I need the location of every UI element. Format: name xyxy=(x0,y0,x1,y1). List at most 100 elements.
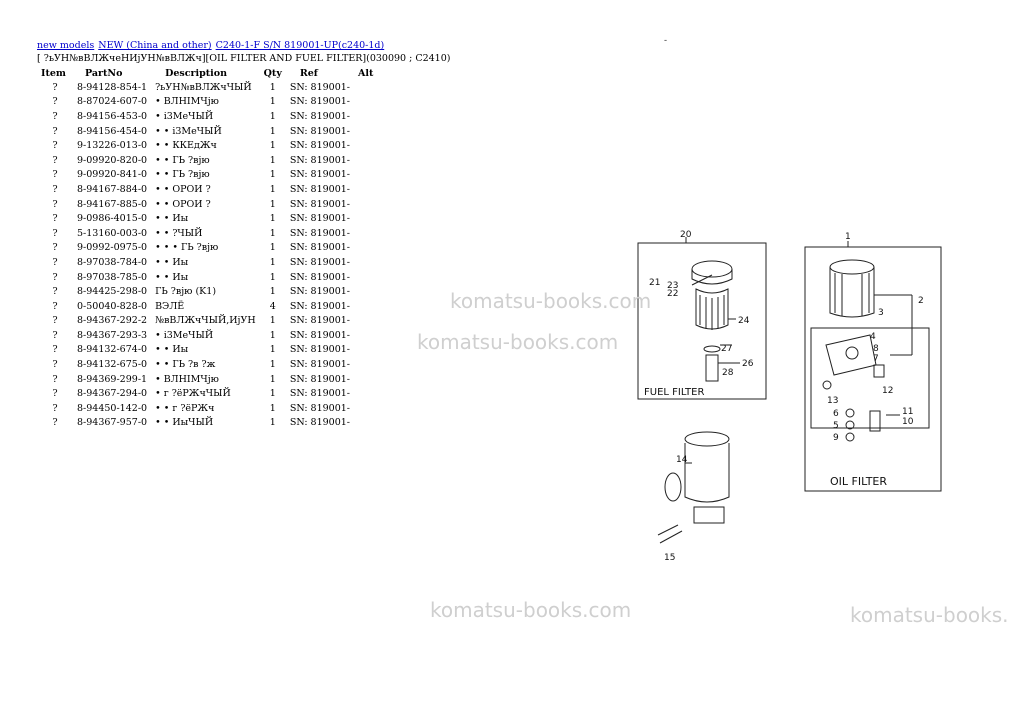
cell-description: • i3МеЧЫЙ xyxy=(155,110,214,122)
cell-partno: 8-94167-885-0 xyxy=(77,198,148,210)
callout-12: 12 xyxy=(882,386,893,396)
callout-2: 2 xyxy=(918,296,924,306)
cell-item: ? xyxy=(52,286,58,298)
cell-alt xyxy=(354,211,377,226)
callout-20: 20 xyxy=(680,230,692,240)
cell-alt xyxy=(354,182,377,197)
cell-item: ? xyxy=(52,183,58,195)
cell-description: • • ГЬ ?в ?ж xyxy=(155,359,216,371)
cell-alt xyxy=(354,241,377,256)
table-row: ? 8-94367-294-0 • г ?ёРЖчЧЫЙ 1 SN: 819001- xyxy=(37,386,377,401)
cell-qty: 1 xyxy=(269,388,276,400)
cell-alt xyxy=(354,343,377,358)
cell-partno: 8-94156-454-0 xyxy=(77,125,148,137)
cell-description: • • ИыЧЫЙ xyxy=(155,417,214,429)
callout-10: 10 xyxy=(902,417,914,427)
callout-24: 24 xyxy=(738,316,750,326)
top-mark: - xyxy=(664,36,668,46)
cell-description: ГЬ ?вјю (K1) xyxy=(155,286,217,298)
cell-description: • • Иы xyxy=(155,271,189,283)
cell-qty: 1 xyxy=(269,140,276,152)
cell-partno: 8-87024-607-0 xyxy=(77,96,148,108)
cell-ref: SN: 819001- xyxy=(289,242,351,254)
cell-partno: 8-97038-785-0 xyxy=(77,271,148,283)
cell-ref: SN: 819001- xyxy=(289,169,351,181)
cell-ref: SN: 819001- xyxy=(289,300,351,312)
callout-7: 7 xyxy=(873,354,879,364)
cell-item: ? xyxy=(52,125,58,137)
callout-15: 15 xyxy=(664,553,675,563)
cell-item: ? xyxy=(52,344,58,356)
fuel-filter-label: FUEL FILTER xyxy=(644,387,704,398)
cell-ref: SN: 819001- xyxy=(289,388,351,400)
cell-partno: 8-94167-884-0 xyxy=(77,183,148,195)
cell-item: ? xyxy=(52,140,58,152)
cell-qty: 1 xyxy=(269,256,276,268)
cell-ref: SN: 819001- xyxy=(289,373,351,385)
cell-ref: SN: 819001- xyxy=(289,154,351,166)
cell-ref: SN: 819001- xyxy=(289,417,351,429)
cell-partno: 9-13226-013-0 xyxy=(77,140,148,152)
cell-alt xyxy=(354,80,377,95)
oil-filter-cartridge xyxy=(829,259,875,275)
cell-partno: 9-0986-4015-0 xyxy=(77,213,148,225)
cell-item: ? xyxy=(52,373,58,385)
callout-26: 26 xyxy=(742,359,754,369)
cell-qty: 1 xyxy=(269,183,276,195)
cell-item: ? xyxy=(52,96,58,108)
breadcrumb-link-new-models[interactable]: new models xyxy=(37,40,95,51)
fuel-sensor xyxy=(705,354,719,382)
cell-description: • • ОРОИ ? xyxy=(155,198,211,210)
header-alt: Alt xyxy=(358,67,374,79)
cell-description: • г ?ёРЖчЧЫЙ xyxy=(155,388,231,400)
cell-ref: SN: 819001- xyxy=(289,329,351,341)
cell-ref: SN: 819001- xyxy=(289,213,351,225)
cell-item: ? xyxy=(52,315,58,327)
cell-description: • • Иы xyxy=(155,256,189,268)
cell-ref: SN: 819001- xyxy=(289,81,351,93)
cell-qty: 1 xyxy=(269,329,276,341)
cell-description: • ВЛНIМЧјю xyxy=(155,373,219,385)
cell-item: ? xyxy=(52,388,58,400)
filter-diagram-svg: 20 21 23 22 24 27 26 28 1 2 3 4 8 7 12 1… xyxy=(637,230,942,563)
cell-item: ? xyxy=(52,271,58,283)
cell-partno: 9-09920-841-0 xyxy=(77,169,148,181)
callout-27: 27 xyxy=(721,344,732,354)
cell-qty: 1 xyxy=(269,242,276,254)
cell-item: ? xyxy=(52,169,58,181)
cell-ref: SN: 819001- xyxy=(289,198,351,210)
cell-description: • • • ГЬ ?вјю xyxy=(155,242,219,254)
cell-qty: 1 xyxy=(269,96,276,108)
cell-partno: 8-94128-854-1 xyxy=(77,81,148,93)
cell-item: ? xyxy=(52,417,58,429)
breadcrumb-link-model[interactable]: C240-1-F S/N 819001-UP(c240-1d) xyxy=(215,40,385,51)
cell-qty: 1 xyxy=(269,154,276,166)
fuel-filter-element xyxy=(695,288,729,330)
cell-item: ? xyxy=(52,359,58,371)
cell-ref: SN: 819001- xyxy=(289,227,351,239)
breadcrumb-link-new-china[interactable]: NEW (China and other) xyxy=(98,40,212,51)
cell-qty: 1 xyxy=(269,198,276,210)
cell-qty: 4 xyxy=(269,300,276,312)
watermark-3: komatsu-books.com xyxy=(430,598,632,622)
cell-partno: 8-94367-294-0 xyxy=(77,388,148,400)
table-header-row: Item PartNo Description Qty Ref Alt xyxy=(37,66,377,80)
callout-28: 28 xyxy=(722,368,734,378)
cell-alt xyxy=(354,299,377,314)
cell-qty: 1 xyxy=(269,417,276,429)
cell-description: • • ОРОИ ? xyxy=(155,183,211,195)
